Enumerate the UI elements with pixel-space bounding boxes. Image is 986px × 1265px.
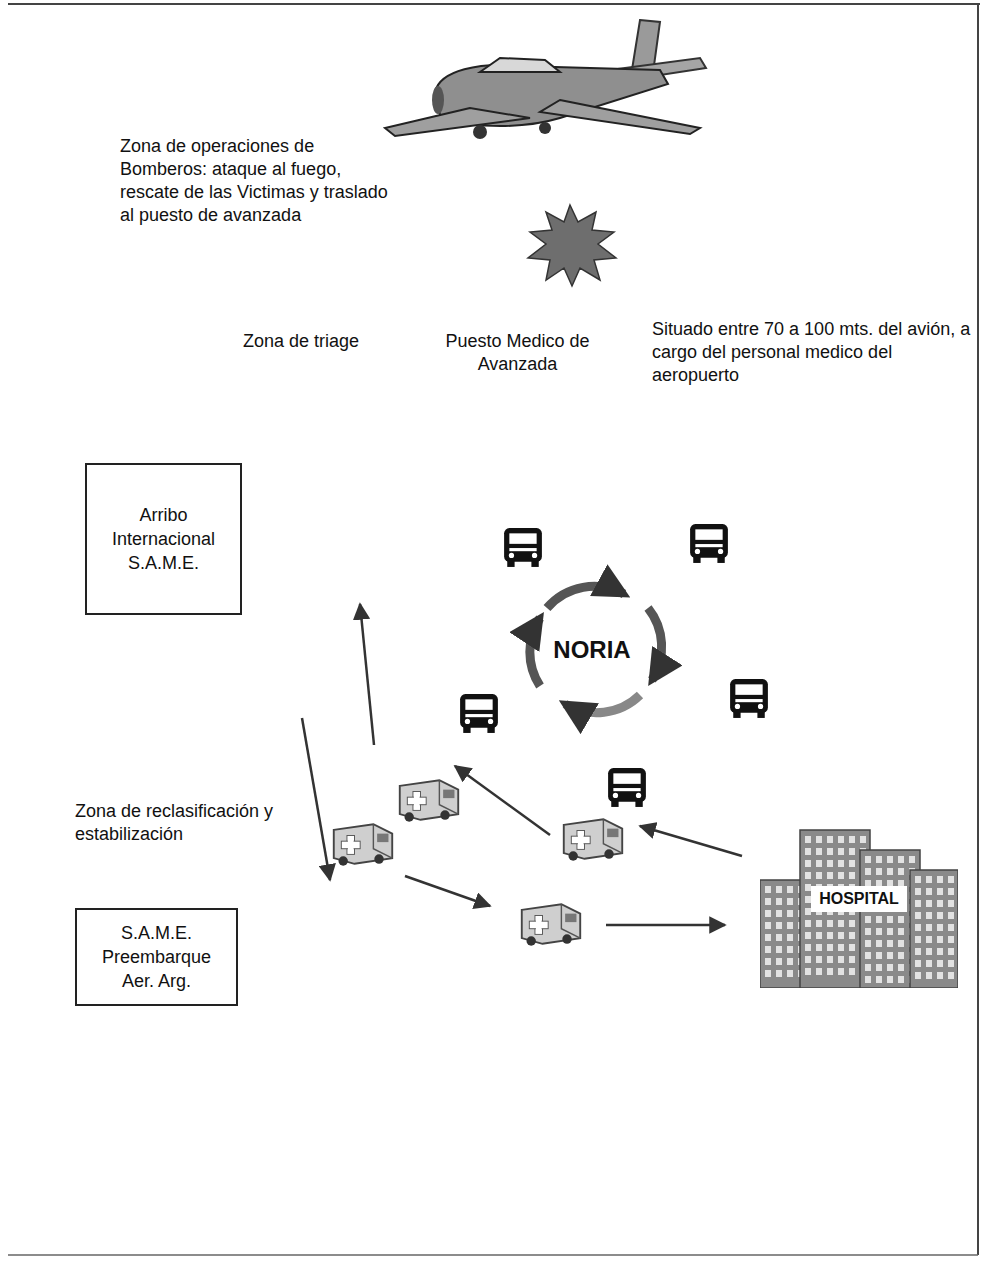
bus-icon	[690, 524, 728, 563]
zone-label: Puesto Medico de Avanzada	[430, 330, 605, 376]
bus-icon	[460, 694, 498, 733]
hospital-building: HOSPITAL	[760, 820, 958, 988]
zone-label: Zona de triage	[243, 330, 413, 353]
page-frame	[977, 4, 979, 1255]
noria-cycle	[530, 586, 662, 712]
service-box: Arribo Internacional S.A.M.E.	[85, 463, 242, 615]
ambulance-icon	[522, 904, 580, 945]
ambulance-icon	[334, 824, 392, 865]
ambulance-icon	[400, 780, 458, 821]
hospital-sign: HOSPITAL	[811, 886, 907, 912]
zone-label: Zona de reclasificación y estabilización	[75, 800, 285, 846]
zone-note: Situado entre 70 a 100 mts. del avión, a…	[652, 318, 972, 387]
ambulance-icon	[564, 819, 622, 860]
cycle-label: NORIA	[547, 636, 637, 664]
bus-icon	[730, 679, 768, 718]
zone-note: Zona de operaciones de Bomberos: ataque …	[120, 135, 390, 227]
service-box: S.A.M.E. Preembarque Aer. Arg.	[75, 908, 238, 1006]
box-text: Arribo Internacional S.A.M.E.	[97, 503, 230, 575]
flow-arrows	[302, 604, 742, 925]
bus-icon	[504, 528, 542, 567]
box-text: S.A.M.E. Preembarque Aer. Arg.	[87, 921, 226, 993]
page-frame	[8, 3, 980, 5]
bus-icon	[608, 768, 646, 807]
page-frame	[8, 1254, 978, 1256]
incident-burst	[528, 205, 616, 286]
airplane	[385, 20, 706, 139]
